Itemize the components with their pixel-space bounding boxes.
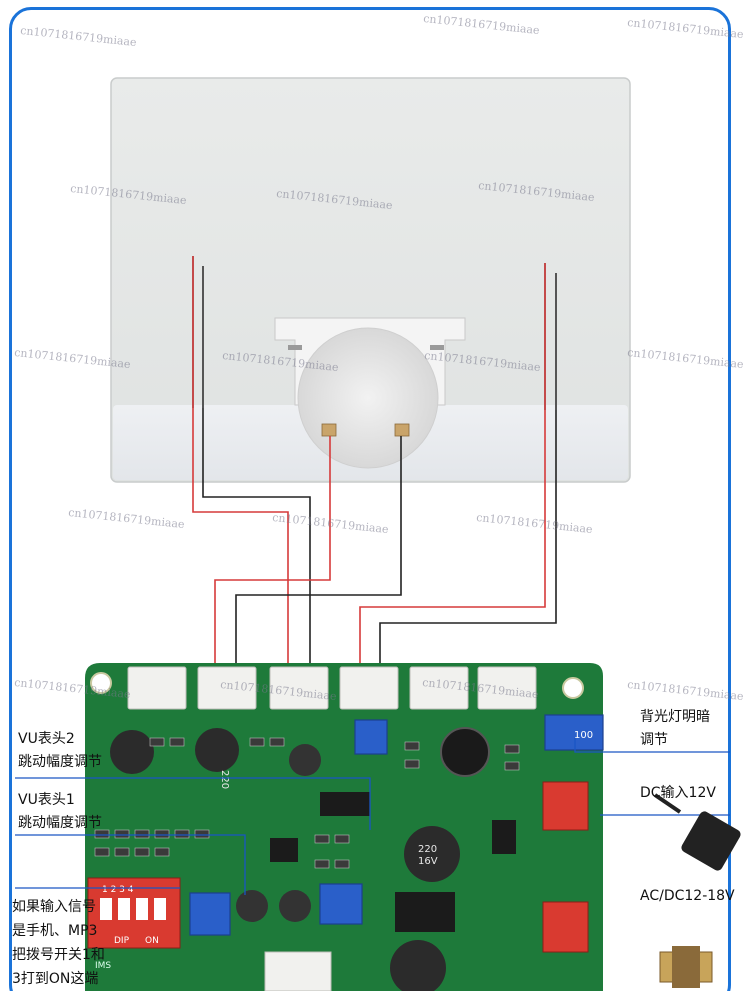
- acdc-input-label: AC/DC12-18V: [640, 888, 735, 904]
- dc-plug-image: [653, 793, 741, 871]
- ic-label: IMS: [95, 961, 111, 971]
- wires: [192, 408, 557, 690]
- backlight-title: 背光灯明暗: [640, 709, 710, 725]
- trim-pots: [189, 714, 604, 936]
- vu1-label: VU表头1 跳动幅度调节: [18, 789, 102, 835]
- input-note-line1: 如果输入信号: [12, 899, 96, 915]
- vu2-title: VU表头2: [18, 731, 75, 747]
- pot-value: 100: [574, 730, 593, 741]
- vu1-desc: 跳动幅度调节: [18, 815, 102, 831]
- pcb-board: [85, 663, 604, 991]
- dip-on-label: ON: [145, 936, 159, 946]
- input-note: 如果输入信号 是手机、MP3 把拨号开关1和 3打到ON这端: [12, 895, 105, 991]
- photo-frame: [9, 7, 731, 991]
- cap-marking: 220: [219, 770, 230, 789]
- vu1-title: VU表头1: [18, 792, 75, 808]
- vu-meter-body: [110, 77, 631, 483]
- inductor: [440, 727, 490, 777]
- chips: [270, 792, 516, 932]
- input-note-line2: 是手机、MP3: [12, 923, 98, 939]
- transformer-image: [659, 946, 713, 988]
- dc-input-label: DC输入12V: [640, 785, 716, 801]
- input-note-line3: 把拨号开关1和: [12, 947, 105, 963]
- backlight-desc: 调节: [640, 732, 668, 748]
- vu2-label: VU表头2 跳动幅度调节: [18, 728, 102, 774]
- dip-switch: [87, 877, 181, 949]
- dip-numbers: 1 2 3 4: [102, 885, 134, 895]
- connector-row: [127, 666, 537, 710]
- cap-marking-large: 220: [418, 844, 437, 855]
- backlight-label: 背光灯明暗 调节: [640, 706, 710, 752]
- cap-voltage: 16V: [418, 856, 438, 867]
- vu2-desc: 跳动幅度调节: [18, 754, 102, 770]
- capacitors: [110, 728, 460, 991]
- input-note-line4: 3打到ON这端: [12, 971, 99, 987]
- bottom-connector: [264, 951, 332, 991]
- callout-lines: [15, 738, 730, 895]
- smd-parts: [94, 737, 520, 869]
- dip-label: DIP: [114, 936, 130, 946]
- power-connectors: [542, 781, 589, 953]
